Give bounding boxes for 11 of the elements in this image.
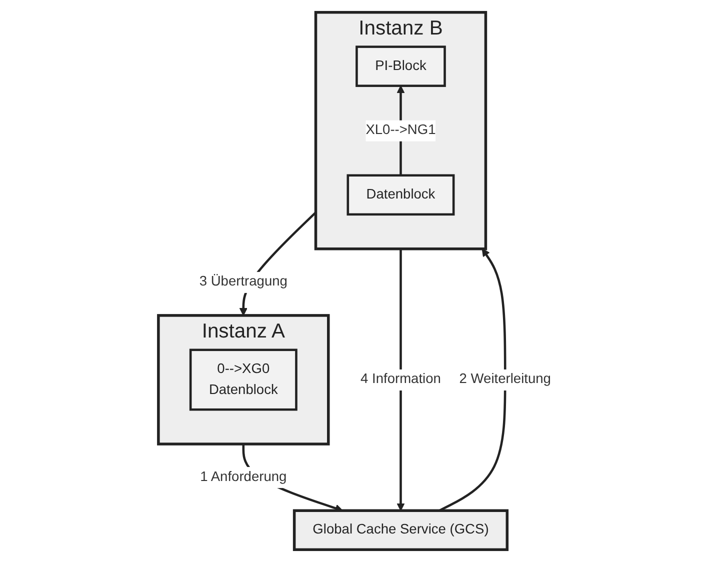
edge-label: 2 Weiterleitung	[460, 371, 552, 387]
node-box: 0-->XG0 Datenblock	[190, 348, 298, 411]
node-box: Global Cache Service (GCS)	[293, 509, 509, 552]
arrow	[397, 248, 406, 511]
node-box: PI-Block	[356, 46, 446, 87]
edge-label: XL0-->NG1	[366, 122, 436, 138]
node-box: Datenblock	[347, 174, 456, 216]
edge-label: 3 Übertragung	[200, 274, 288, 290]
edge-label: 4 Information	[360, 371, 442, 387]
arrow	[439, 248, 507, 512]
edge-label: 1 Anforderung	[200, 468, 287, 484]
